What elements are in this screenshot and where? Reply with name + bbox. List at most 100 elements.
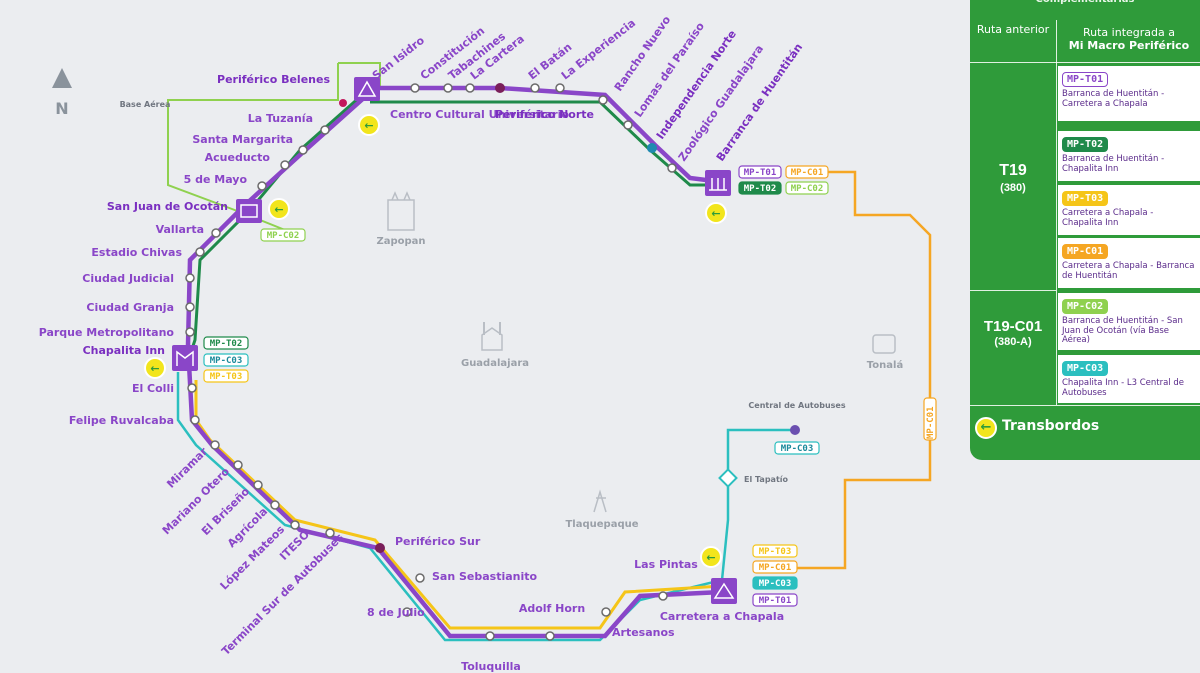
label-felipe-ruvalcaba[interactable]: Felipe Ruvalcaba bbox=[69, 414, 174, 427]
station-dot[interactable] bbox=[298, 145, 308, 155]
badge-mp-t01[interactable]: MP-T01 bbox=[759, 596, 792, 606]
station-dot[interactable] bbox=[211, 228, 221, 238]
legend-chip-mp-c03: MP-C03 bbox=[1062, 361, 1109, 376]
legend-route-item[interactable]: MP-C02 Barranca de Huentitán - San Juan … bbox=[1058, 293, 1200, 350]
legend-route-item[interactable]: MP-T03 Carretera a Chapala - Chapalita I… bbox=[1058, 185, 1200, 235]
station-dot[interactable] bbox=[667, 163, 677, 173]
transfer-dot[interactable] bbox=[495, 83, 505, 93]
transfer-dot[interactable] bbox=[375, 543, 385, 553]
svg-text:←: ← bbox=[150, 362, 159, 375]
label-5-de-mayo[interactable]: 5 de Mayo bbox=[184, 173, 248, 186]
badge-mp-c02[interactable]: MP-C02 bbox=[267, 231, 300, 241]
station-dot[interactable] bbox=[598, 95, 608, 105]
legend-route-item[interactable]: MP-C03 Chapalita Inn - L3 Central de Aut… bbox=[1058, 355, 1200, 403]
transbordo-icon[interactable]: ← bbox=[700, 546, 722, 568]
station-dot[interactable] bbox=[415, 573, 425, 583]
badge-mp-t03[interactable]: MP-T03 bbox=[210, 372, 243, 382]
station-dot[interactable] bbox=[187, 383, 197, 393]
station-dot[interactable] bbox=[190, 415, 200, 425]
badge-mp-c01[interactable]: MP-C01 bbox=[791, 168, 824, 178]
label-el-colli[interactable]: El Colli bbox=[132, 382, 174, 395]
label-estadio-chivas[interactable]: Estadio Chivas bbox=[91, 246, 182, 259]
station-dot[interactable] bbox=[485, 631, 495, 641]
station-dot[interactable] bbox=[290, 520, 300, 530]
terminal-san-isidro[interactable] bbox=[354, 77, 380, 101]
label-toluquilla[interactable]: Toluquilla bbox=[461, 660, 521, 673]
label-central-de-autobuses[interactable]: Central de Autobuses bbox=[748, 401, 845, 410]
label-chapalita-inn[interactable]: Chapalita Inn bbox=[83, 344, 165, 357]
station-dot[interactable] bbox=[253, 480, 263, 490]
station-dot[interactable] bbox=[185, 302, 195, 312]
legend-route-item[interactable]: MP-T02 Barranca de Huentitán - Chapalita… bbox=[1058, 131, 1200, 181]
label-vallarta[interactable]: Vallarta bbox=[156, 223, 204, 236]
station-dot[interactable] bbox=[402, 607, 412, 617]
station-dot[interactable] bbox=[623, 120, 633, 130]
label-lomas-del-paraiso[interactable]: Lomas del Paraíso bbox=[632, 20, 708, 120]
legend-route-item[interactable]: MP-C01 Carretera a Chapala - Barranca de… bbox=[1058, 238, 1200, 288]
label-periferico-belenes[interactable]: Periférico Belenes bbox=[217, 73, 330, 86]
transfer-dot[interactable] bbox=[790, 425, 800, 435]
station-dot[interactable] bbox=[443, 83, 453, 93]
station-dot[interactable] bbox=[270, 500, 280, 510]
el-tapatio-node[interactable] bbox=[718, 468, 738, 488]
label-parque-metropolitano[interactable]: Parque Metropolitano bbox=[39, 326, 175, 339]
transfer-dot[interactable] bbox=[647, 143, 657, 153]
transfer-dot[interactable] bbox=[339, 99, 347, 107]
transbordo-icon[interactable]: ← bbox=[144, 357, 166, 379]
legend-chip-mp-t03: MP-T03 bbox=[1062, 191, 1109, 206]
label-la-tuzania[interactable]: La Tuzanía bbox=[248, 112, 313, 125]
label-san-isidro[interactable]: San Isidro bbox=[370, 34, 427, 83]
terminal-barranca[interactable] bbox=[705, 170, 731, 196]
label-acueducto[interactable]: Acueducto bbox=[205, 151, 271, 164]
label-el-tapatio[interactable]: El Tapatío bbox=[744, 475, 789, 484]
station-dot[interactable] bbox=[280, 160, 290, 170]
label-adolf-horn[interactable]: Adolf Horn bbox=[519, 602, 585, 615]
station-dot[interactable] bbox=[410, 83, 420, 93]
station-dot[interactable] bbox=[325, 528, 335, 538]
legend-col-anterior: Ruta anterior bbox=[976, 23, 1050, 36]
label-san-juan-de-ocotan[interactable]: San Juan de Ocotán bbox=[107, 200, 228, 213]
station-dot[interactable] bbox=[555, 83, 565, 93]
station-dot[interactable] bbox=[233, 460, 243, 470]
label-periferico-sur[interactable]: Periférico Sur bbox=[395, 535, 481, 548]
label-ciudad-granja[interactable]: Ciudad Granja bbox=[86, 301, 174, 314]
station-dot[interactable] bbox=[257, 181, 267, 191]
station-dot[interactable] bbox=[320, 125, 330, 135]
badge-mp-c03[interactable]: MP-C03 bbox=[781, 444, 814, 454]
station-dot[interactable] bbox=[185, 327, 195, 337]
transbordo-icon[interactable]: ← bbox=[268, 198, 290, 220]
label-lopez-mateos[interactable]: López Mateos bbox=[218, 523, 288, 593]
label-santa-margarita[interactable]: Santa Margarita bbox=[192, 133, 293, 146]
badge-mp-c01[interactable]: MP-C01 bbox=[759, 563, 792, 573]
station-dot[interactable] bbox=[658, 591, 668, 601]
label-artesanos[interactable]: Artesanos bbox=[612, 626, 675, 639]
badge-mp-t02[interactable]: MP-T02 bbox=[744, 184, 777, 194]
label-ciudad-judicial[interactable]: Ciudad Judicial bbox=[82, 272, 174, 285]
station-dot[interactable] bbox=[465, 83, 475, 93]
label-centro-cultural[interactable]: Centro Cultural Universitario bbox=[390, 108, 569, 121]
badge-mp-c03[interactable]: MP-C03 bbox=[759, 579, 792, 589]
station-dot[interactable] bbox=[530, 83, 540, 93]
legend-route-item[interactable]: MP-T01 Barranca de Huentitán - Carretera… bbox=[1058, 66, 1200, 121]
label-8-de-julio[interactable]: 8 de Julio bbox=[367, 606, 425, 619]
station-dot[interactable] bbox=[545, 631, 555, 641]
label-carretera-a-chapala[interactable]: Carretera a Chapala bbox=[660, 610, 784, 623]
station-dot[interactable] bbox=[185, 273, 195, 283]
terminal-san-juan-de-ocotan[interactable] bbox=[236, 199, 262, 223]
label-san-sebastianito[interactable]: San Sebastianito bbox=[432, 570, 538, 583]
transbordo-icon[interactable]: ← bbox=[705, 202, 727, 224]
badge-mp-t03[interactable]: MP-T03 bbox=[759, 547, 792, 557]
badge-mp-t02[interactable]: MP-T02 bbox=[210, 339, 243, 349]
station-dot[interactable] bbox=[195, 247, 205, 257]
terminal-chapalita-inn[interactable] bbox=[172, 345, 198, 371]
transbordo-icon[interactable]: ← bbox=[358, 114, 380, 136]
station-dot[interactable] bbox=[210, 440, 220, 450]
terminal-carretera-a-chapala[interactable] bbox=[711, 578, 737, 604]
badge-mp-c03[interactable]: MP-C03 bbox=[210, 356, 243, 366]
station-dot[interactable] bbox=[601, 607, 611, 617]
badge-mp-c01[interactable]: MP-C01 bbox=[926, 406, 936, 439]
badge-mp-t01[interactable]: MP-T01 bbox=[744, 168, 777, 178]
badge-mp-c02[interactable]: MP-C02 bbox=[791, 184, 824, 194]
label-las-pintas[interactable]: Las Pintas bbox=[634, 558, 698, 571]
label-periferico-norte[interactable]: Periférico Norte bbox=[495, 108, 594, 121]
